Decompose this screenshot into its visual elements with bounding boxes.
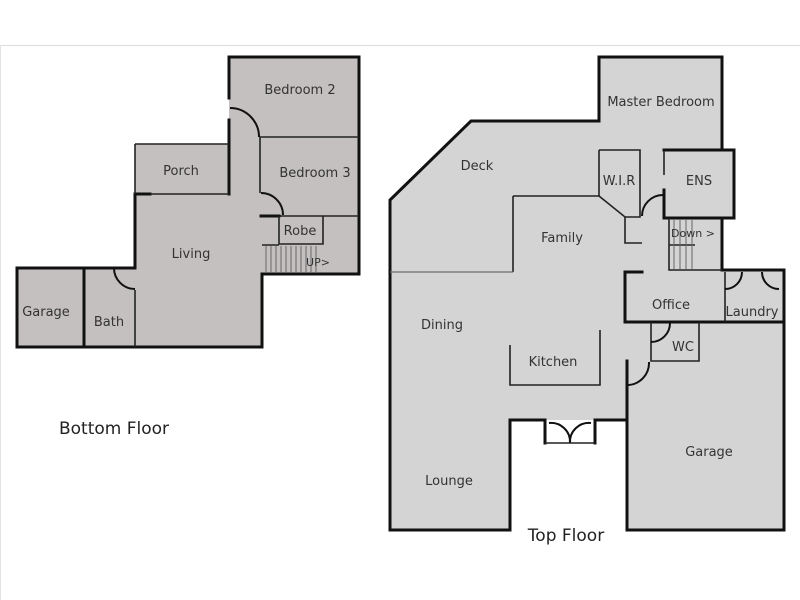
room-garage-label: Garage bbox=[22, 305, 70, 320]
top-wall-kitchen bbox=[509, 330, 601, 386]
room-living-label: Living bbox=[172, 247, 211, 262]
room-porch-label: Porch bbox=[163, 164, 199, 179]
bottom-stairs bbox=[265, 246, 317, 273]
top-floor: Master Bedroom Deck W.I.R ENS Family Dow… bbox=[388, 55, 786, 546]
top-stairs bbox=[673, 219, 693, 269]
top-outer-wall-deck bbox=[388, 119, 601, 532]
top-wall-stair-box bbox=[668, 218, 722, 271]
stairs-down-label: Down > bbox=[671, 227, 715, 240]
bottom-floor-title: Bottom Floor bbox=[59, 419, 169, 439]
top-wall-wir bbox=[598, 149, 641, 218]
door-front-right[interactable] bbox=[568, 421, 592, 444]
room-ens-label: ENS bbox=[686, 174, 712, 189]
top-wall-corridor-stub bbox=[624, 217, 642, 244]
door-bedroom2[interactable] bbox=[229, 107, 260, 138]
room-dining-label: Dining bbox=[421, 318, 463, 333]
top-wall-stair-right bbox=[720, 216, 786, 272]
door-laundry-2[interactable] bbox=[761, 271, 780, 290]
bottom-wall-robe bbox=[278, 216, 324, 245]
room-master-bedroom-label: Master Bedroom bbox=[607, 95, 714, 110]
room-kitchen-label: Kitchen bbox=[529, 355, 578, 370]
room-laundry-label: Laundry bbox=[726, 305, 779, 320]
room-bedroom2-label: Bedroom 2 bbox=[264, 83, 335, 98]
top-wall-ens bbox=[662, 148, 736, 220]
room-garage-label: Garage bbox=[685, 445, 733, 460]
room-deck-label: Deck bbox=[461, 159, 494, 174]
top-floor-title: Top Floor bbox=[527, 526, 604, 546]
stairs-up-label: UP> bbox=[306, 256, 330, 269]
door-ens[interactable] bbox=[641, 194, 664, 217]
door-wc[interactable] bbox=[650, 322, 671, 343]
room-office-label: Office bbox=[652, 298, 690, 313]
room-wc-label: WC bbox=[672, 340, 694, 355]
room-bath-label: Bath bbox=[94, 315, 124, 330]
door-laundry-1[interactable] bbox=[724, 271, 743, 290]
top-outer-wall bbox=[597, 55, 724, 152]
door-bedroom3[interactable] bbox=[260, 192, 284, 216]
top-border bbox=[0, 45, 800, 46]
room-family-label: Family bbox=[541, 231, 583, 246]
bottom-floor-fill bbox=[17, 57, 359, 347]
room-lounge-label: Lounge bbox=[425, 474, 473, 489]
bottom-floor: Bedroom 2 Porch Bedroom 3 Robe Living UP… bbox=[15, 55, 361, 439]
room-robe-label: Robe bbox=[284, 224, 317, 239]
room-bedroom3-label: Bedroom 3 bbox=[279, 166, 350, 181]
bottom-outer-wall bbox=[15, 55, 361, 349]
room-wir-label: W.I.R bbox=[603, 174, 636, 189]
door-garage[interactable] bbox=[626, 361, 651, 387]
door-front-left[interactable] bbox=[548, 421, 572, 444]
door-bath[interactable] bbox=[113, 267, 136, 290]
top-wall-office bbox=[623, 270, 784, 324]
left-border bbox=[0, 45, 1, 600]
